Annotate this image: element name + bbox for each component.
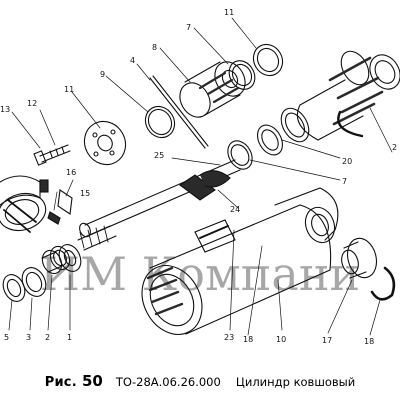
callout-3: 3 [26,333,31,342]
callout-13: 13 [0,105,10,114]
retaining-ring-18 [370,266,396,301]
callout-18-mid: 18 [243,335,253,344]
callout-20: 20 [342,157,352,166]
callout-17: 17 [322,336,332,345]
callout-16: 16 [66,168,76,177]
figure-caption: Рис. 50 ТО-28А.06.26.000 Цилиндр ковшовы… [0,371,400,390]
clamp-16 [47,189,73,225]
bush-2 [41,245,71,275]
piston-rod [77,159,241,251]
figure-title: Цилиндр ковшовый [235,375,356,389]
callout-12: 12 [27,99,37,108]
callout-7: 7 [342,177,347,186]
callout-15: 15 [80,189,90,198]
callout-18: 18 [364,337,374,346]
figure-number: 50 [81,372,103,390]
callout-24: 24 [230,205,240,214]
watermark-text: ИМ Компани [40,247,360,301]
callout-5: 5 [4,333,9,342]
callout-23: 23 [224,333,234,342]
seal-ring-6 [252,43,284,77]
piston-seal-stack [227,50,400,170]
callout-4: 4 [130,56,135,65]
callout-7-top: 7 [186,23,191,32]
bearing-17 [341,237,378,279]
leader-lines [8,17,393,336]
drawing-code: ТО-28А.06.26.000 [115,375,221,389]
rod-eye-end [0,175,49,233]
callout-11: 11 [64,85,74,94]
callout-25: 25 [154,151,164,160]
callout-10: 10 [276,335,286,344]
callout-9: 9 [100,70,105,79]
ring-9 [144,105,176,139]
cylinder-barrel-10 [141,187,339,335]
bolt-13 [33,144,71,166]
callout-2-right: 2 [392,143,397,152]
flange-11 [83,120,127,166]
gland-8 [179,61,246,118]
figure-label: Рис. [44,375,77,390]
callout-8: 8 [152,43,157,52]
callout-2: 2 [45,333,50,342]
rod-4 [149,75,209,149]
callout-6: 11 [224,8,234,17]
bush-1 [58,244,82,272]
callout-labels: 11 7 8 9 4 11 12 13 25 20 7 24 2 16 15 5… [0,8,397,346]
callout-1: 1 [67,333,72,342]
seal-3 [21,267,47,297]
